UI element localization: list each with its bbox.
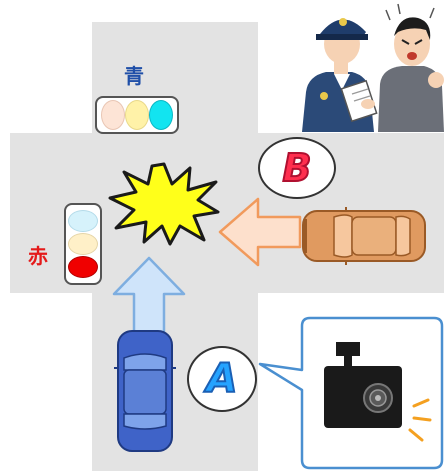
red-signal-label: 赤 <box>28 246 48 266</box>
car-b-letter: B <box>260 146 334 190</box>
car-a-icon <box>114 328 176 454</box>
traffic-lamp-red <box>68 256 98 278</box>
car-b-icon <box>300 207 428 265</box>
blue-signal-label: 青 <box>124 66 144 86</box>
traffic-lamp-blue <box>149 100 173 130</box>
arrow-up-icon <box>112 256 186 336</box>
car-b-label: B <box>258 137 336 199</box>
arrow-left-icon <box>218 197 302 267</box>
traffic-lamp-yellow <box>125 100 149 130</box>
traffic-lamp-red <box>101 100 125 130</box>
police-officer-icon <box>294 0 444 132</box>
traffic-lamp-blue <box>68 210 98 232</box>
traffic-light-icon <box>95 96 179 134</box>
dashcam-bubble <box>258 314 444 471</box>
collision-burst-icon <box>108 162 220 246</box>
angry-man-icon <box>378 4 444 132</box>
car-a-label: A <box>187 346 257 412</box>
traffic-light-icon <box>64 203 102 285</box>
traffic-lamp-yellow <box>68 233 98 255</box>
car-a-letter: A <box>189 356 255 402</box>
